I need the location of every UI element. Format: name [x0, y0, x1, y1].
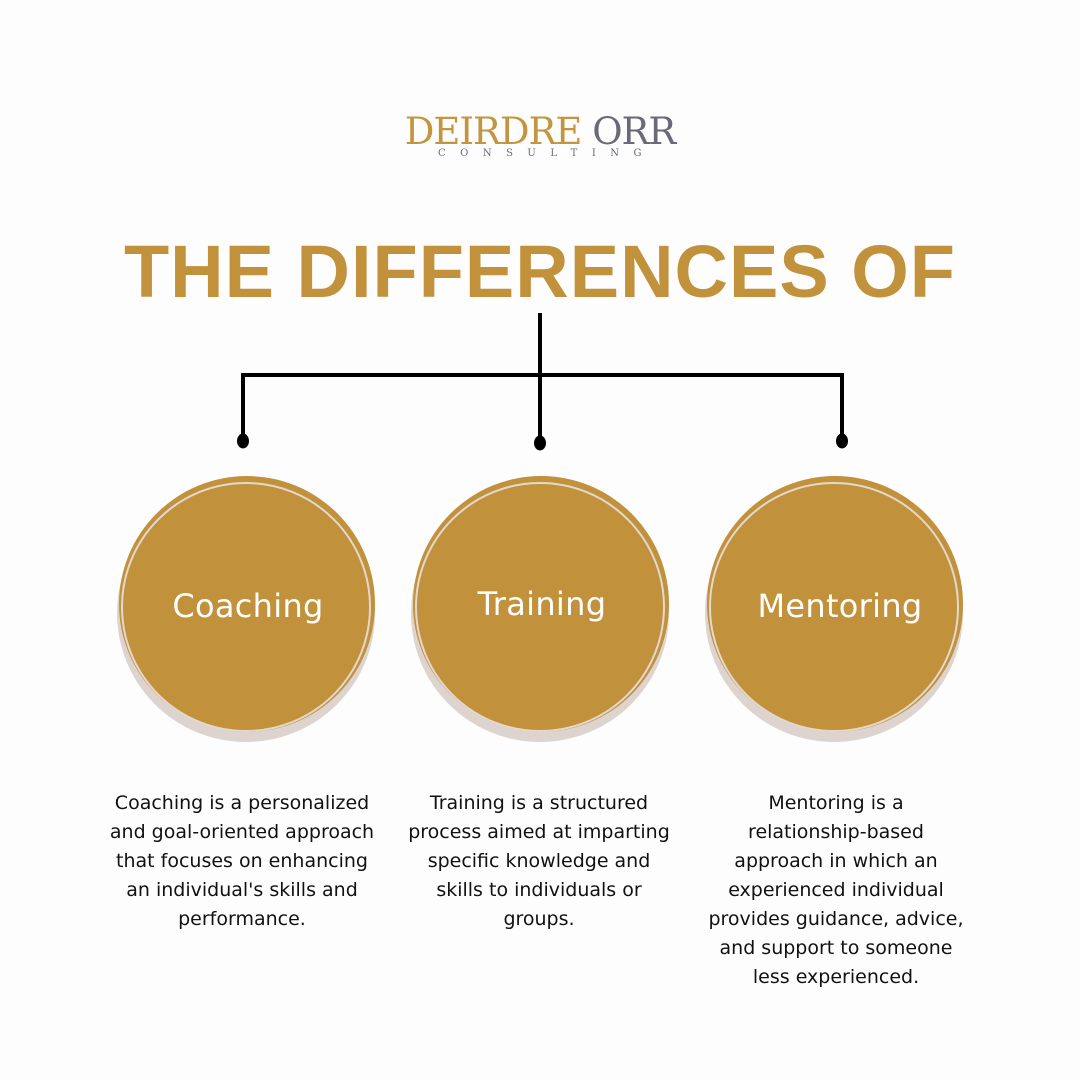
brand-logo: DEIRDRE ORR CONSULTING — [0, 112, 1080, 160]
logo-word-deirdre: DEIRDRE — [404, 110, 583, 153]
page-title: THE DIFFERENCES OF — [123, 230, 957, 313]
logo-word-orr: ORR — [592, 110, 676, 153]
circle-mentoring: Mentoring — [705, 476, 967, 742]
connector-dot-coaching — [237, 433, 249, 449]
description-mentoring: Mentoring is a relationship-based approa… — [708, 792, 964, 988]
circle-training: Training — [411, 476, 673, 742]
circle-label-training: Training — [477, 585, 607, 623]
connector-dot-training — [534, 435, 546, 451]
circle-label-mentoring: Mentoring — [757, 587, 923, 625]
tree-connector-icon — [237, 313, 848, 451]
description-training: Training is a structured process aimed a… — [408, 792, 670, 930]
logo-wordmark: DEIRDRE ORR — [0, 112, 1080, 152]
circle-label-coaching: Coaching — [172, 587, 324, 625]
logo-subtitle: CONSULTING — [437, 148, 657, 159]
connector-dot-mentoring — [836, 433, 848, 449]
description-coaching: Coaching is a personalized and goal-orie… — [109, 792, 375, 930]
circle-coaching: Coaching — [117, 476, 379, 742]
